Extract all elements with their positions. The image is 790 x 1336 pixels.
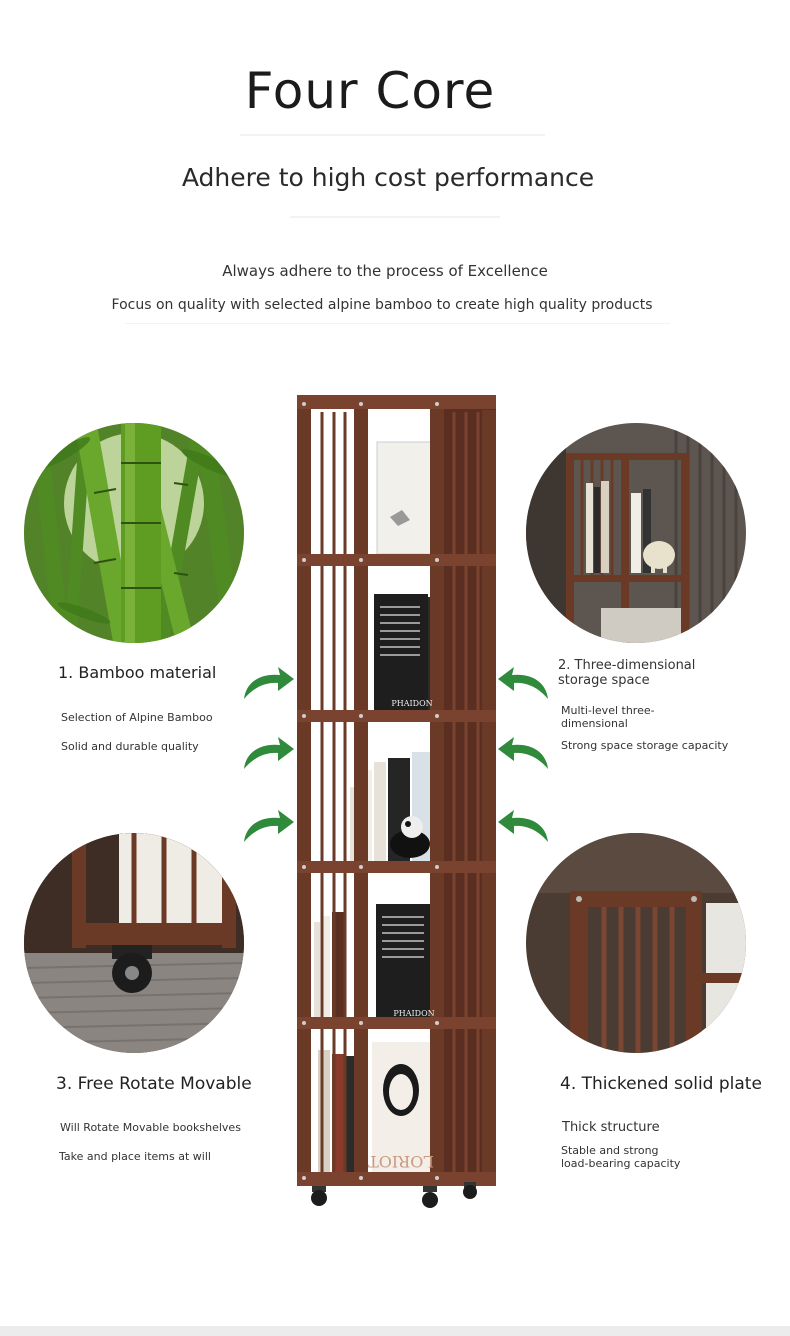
- book-label-2: PHAIDON: [393, 1009, 434, 1018]
- feature-1-title: 1. Bamboo material: [58, 663, 217, 682]
- curved-arrow-icon: [244, 810, 294, 842]
- wheel-photo: [24, 833, 244, 1053]
- book-label-3: LORIOT: [368, 1152, 434, 1171]
- divider: [240, 134, 545, 136]
- rotating-bookshelf-image: PHAIDON PHAIDON LORIOT: [297, 395, 496, 1208]
- curved-arrow-icon: [498, 810, 548, 842]
- feature-4-sub-1: Thick structure: [562, 1120, 660, 1135]
- feature-2-title: 2. Three-dimensional storage space: [558, 658, 696, 688]
- divider: [290, 216, 500, 218]
- book-label-1: PHAIDON: [391, 699, 432, 708]
- feature-3-title: 3. Free Rotate Movable: [56, 1074, 252, 1094]
- feature-2-sub-1: Multi-level three-dimensional: [561, 704, 655, 730]
- curved-arrow-icon: [244, 667, 294, 699]
- feature-3-sub-1: Will Rotate Movable bookshelves: [60, 1121, 241, 1134]
- storage-photo: [526, 423, 746, 643]
- bottom-divider: [0, 1326, 790, 1336]
- bamboo-photo: [24, 423, 244, 643]
- feature-1-sub-1: Selection of Alpine Bamboo: [61, 711, 213, 724]
- page-subtitle: Adhere to high cost performance: [181, 163, 595, 192]
- page-title: Four Core: [244, 62, 496, 120]
- curved-arrow-icon: [498, 737, 548, 769]
- curved-arrow-icon: [498, 667, 548, 699]
- plate-photo: [526, 833, 746, 1053]
- intro-line-2: Focus on quality with selected alpine ba…: [111, 297, 653, 313]
- feature-4-title: 4. Thickened solid plate: [560, 1074, 762, 1094]
- feature-2-sub-2: Strong space storage capacity: [561, 739, 729, 752]
- curved-arrow-icon: [244, 737, 294, 769]
- intro-line-1: Always adhere to the process of Excellen…: [222, 262, 548, 280]
- divider: [125, 323, 670, 324]
- feature-1-sub-2: Solid and durable quality: [61, 740, 199, 753]
- feature-4-sub-2: Stable and strong load-bearing capacity: [561, 1144, 681, 1170]
- feature-3-sub-2: Take and place items at will: [59, 1150, 211, 1163]
